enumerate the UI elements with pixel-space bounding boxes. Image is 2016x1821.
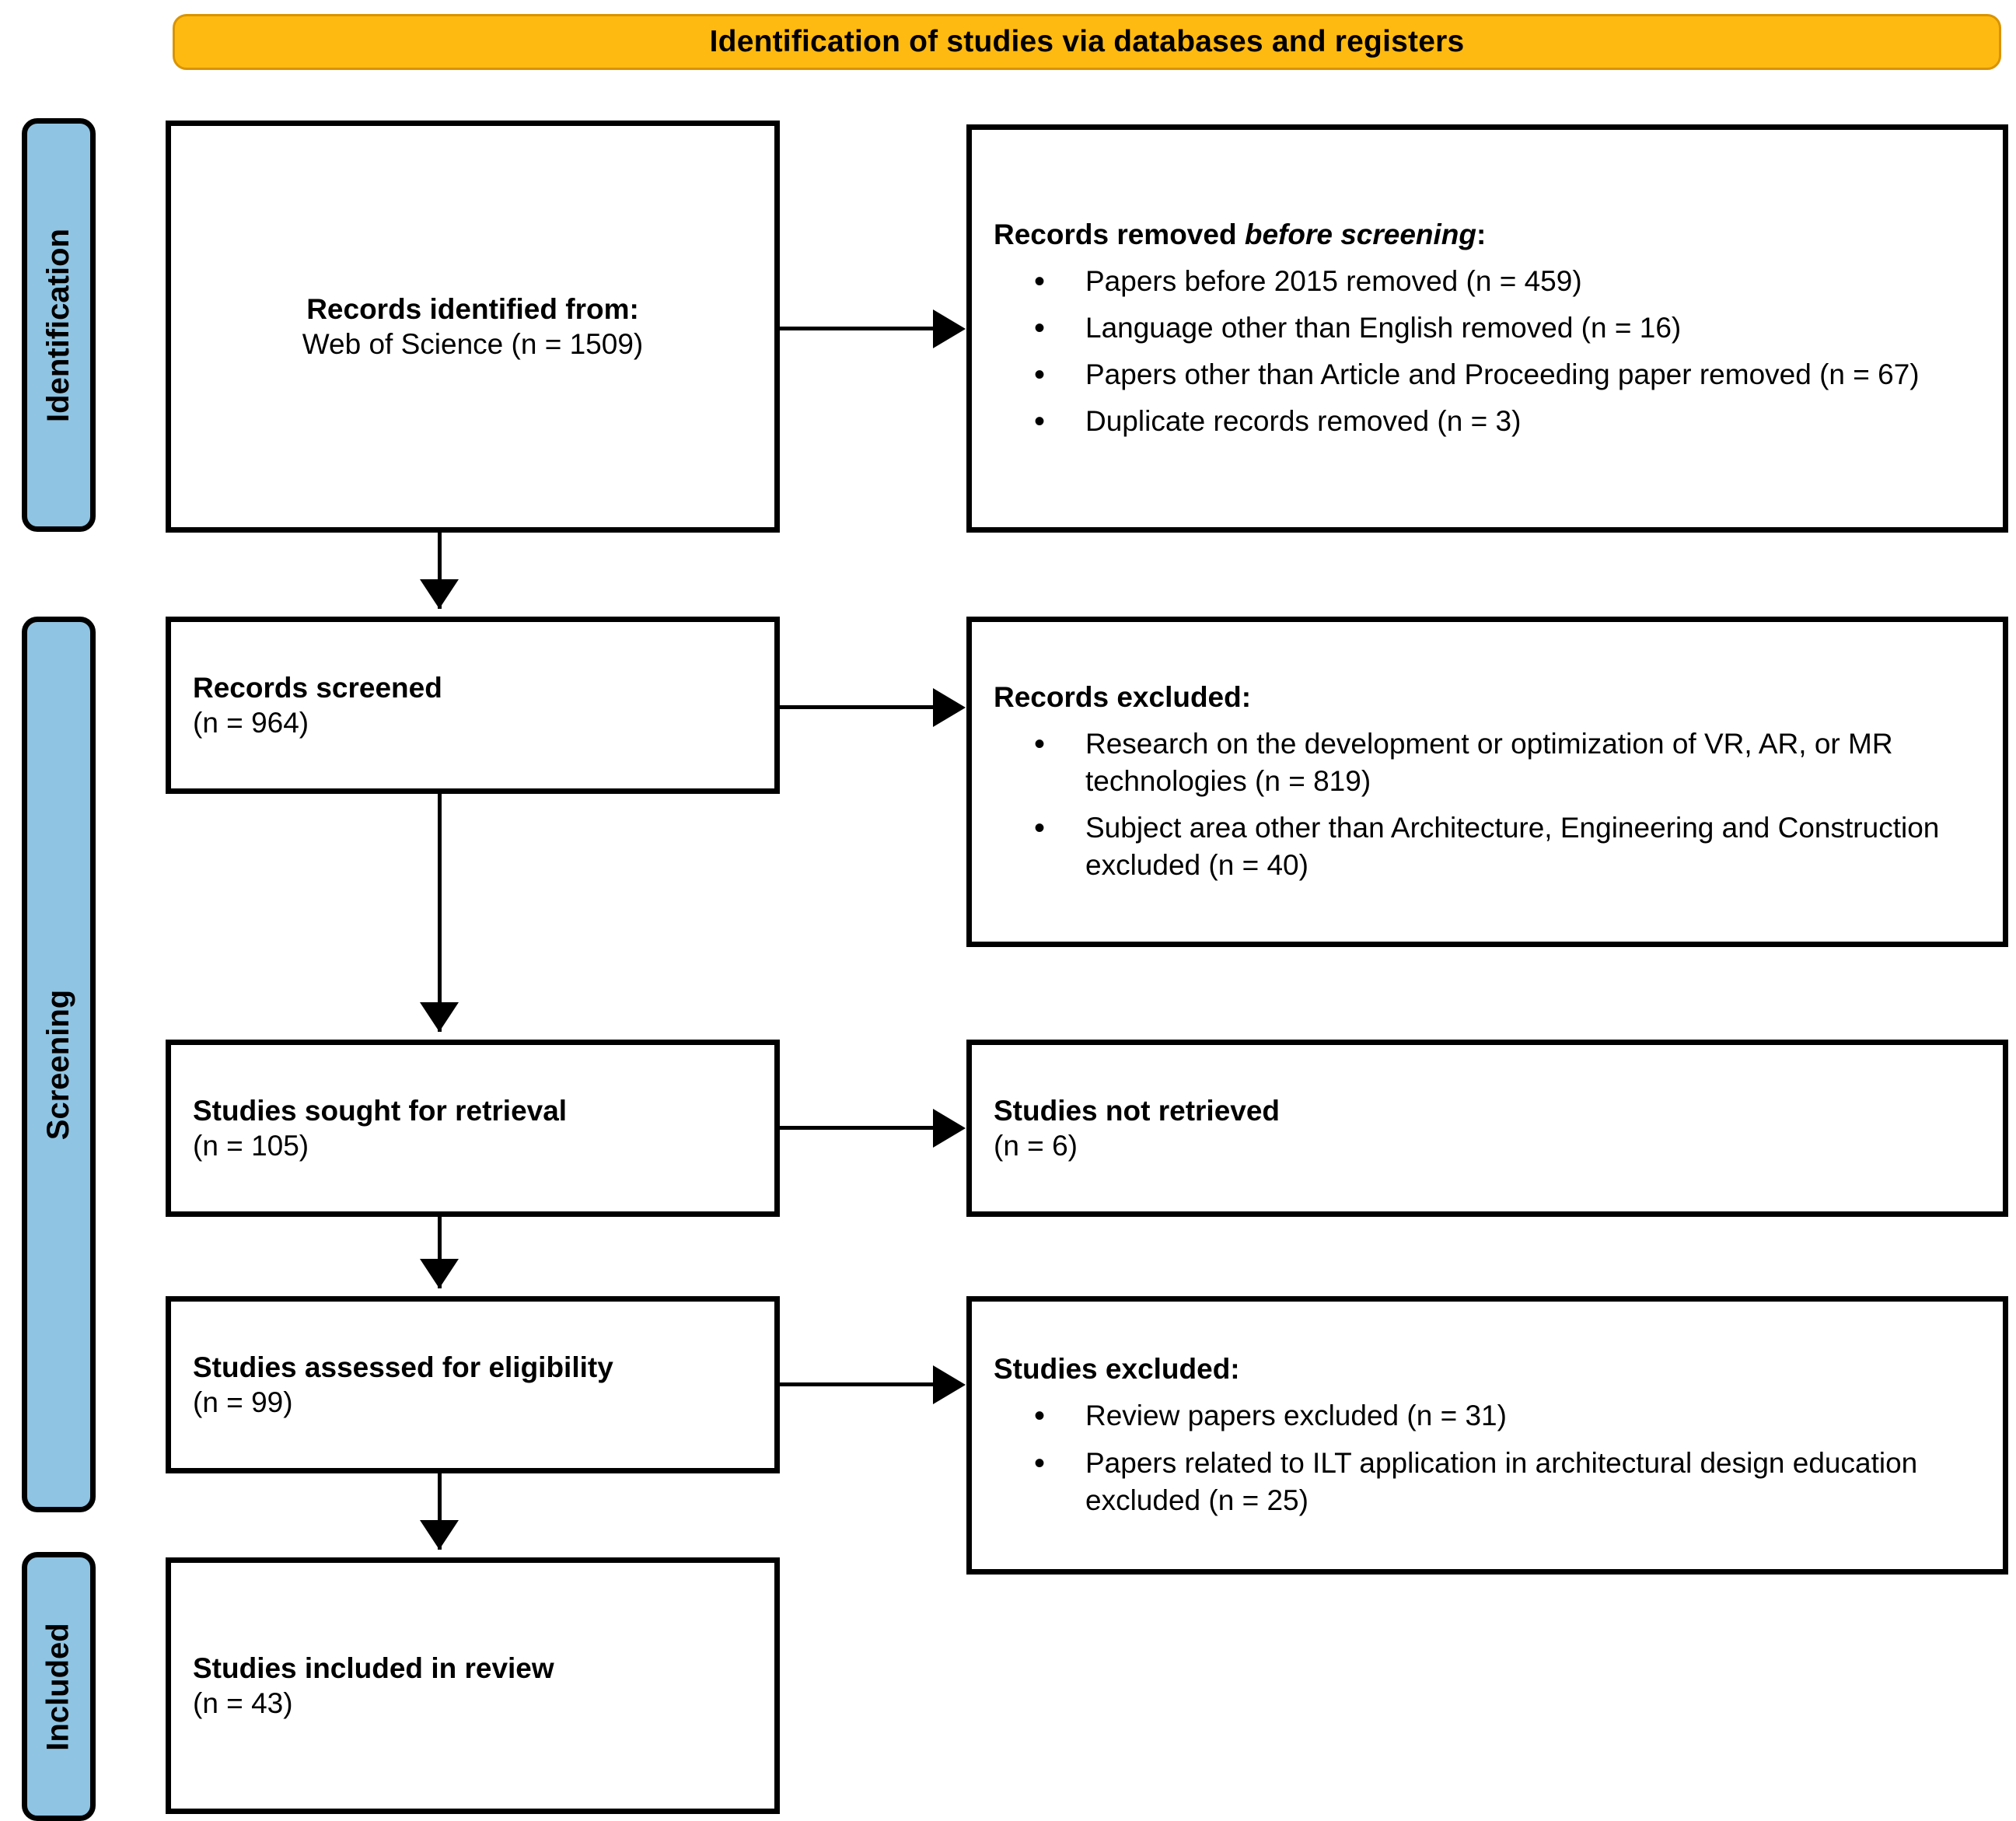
box-records-screened-sub: (n = 964) [193,707,309,739]
arrow-down-icon [420,1520,459,1550]
connector-screened-to-excluded [780,705,935,709]
phase-tab-screening: Screening [22,617,96,1512]
connector-assessed-to-studies-excluded [780,1382,935,1386]
box-studies-sought: Studies sought for retrieval (n = 105) [166,1040,780,1217]
box-records-identified-title: Records identified from: [306,292,639,325]
list-item: Papers before 2015 removed (n = 459) [994,261,1981,302]
arrow-right-icon [933,688,966,727]
diagram-title: Identification of studies via databases … [709,25,1465,58]
phase-tab-identification: Identification [22,118,96,532]
connector-identified-to-removed [780,327,935,330]
phase-tab-identification-label: Identification [41,228,76,422]
box-records-excluded-title: Records excluded: [994,680,1252,713]
list-item: Review papers excluded (n = 31) [994,1396,1981,1436]
box-studies-not-retrieved-title: Studies not retrieved [994,1094,1281,1127]
arrow-right-icon [933,309,966,348]
box-records-removed: Records removed before screening: Papers… [966,124,2008,533]
phase-tab-screening-label: Screening [41,989,75,1140]
box-studies-not-retrieved: Studies not retrieved (n = 6) [966,1040,2008,1217]
arrow-down-icon [420,1002,459,1032]
box-studies-not-retrieved-sub: (n = 6) [994,1130,1078,1162]
list-item: Papers related to ILT application in arc… [994,1443,1981,1519]
list-item: Research on the development or optimizat… [994,724,1981,800]
box-studies-included-sub: (n = 43) [193,1687,293,1719]
box-records-screened-title: Records screened [193,671,442,704]
box-records-removed-title: Records removed before screening: [994,217,1981,252]
phase-tab-included-label: Included [41,1622,76,1751]
box-records-removed-title-tail: : [1476,218,1487,250]
list-item: Subject area other than Architecture, En… [994,808,1981,884]
box-studies-included-title: Studies included in review [193,1651,554,1684]
box-studies-assessed-sub: (n = 99) [193,1386,293,1418]
connector-sought-to-assessed [438,1217,442,1288]
box-studies-sought-sub: (n = 105) [193,1130,309,1162]
arrow-down-icon [420,1259,459,1288]
box-studies-excluded: Studies excluded: Review papers excluded… [966,1296,2008,1575]
box-studies-excluded-bullets: Review papers excluded (n = 31) Papers r… [994,1391,1981,1519]
box-studies-sought-title: Studies sought for retrieval [193,1094,568,1127]
arrow-right-icon [933,1365,966,1404]
diagram-header-banner: Identification of studies via databases … [173,14,2001,70]
box-studies-assessed: Studies assessed for eligibility (n = 99… [166,1296,780,1473]
box-studies-included: Studies included in review (n = 43) [166,1557,780,1814]
box-studies-assessed-title: Studies assessed for eligibility [193,1351,613,1383]
phase-tab-included: Included [22,1552,96,1821]
list-item: Language other than English removed (n =… [994,308,1981,348]
box-records-excluded-bullets: Research on the development or optimizat… [994,719,1981,884]
box-records-screened: Records screened (n = 964) [166,617,780,794]
arrow-right-icon [933,1109,966,1148]
connector-assessed-to-included [438,1473,442,1550]
list-item: Duplicate records removed (n = 3) [994,401,1981,442]
arrow-down-icon [420,579,459,609]
box-records-identified: Records identified from: Web of Science … [166,121,780,533]
box-studies-excluded-title: Studies excluded: [994,1353,1240,1386]
box-records-identified-sub: Web of Science (n = 1509) [302,328,644,360]
box-records-removed-title-italic: before screening [1244,218,1477,250]
connector-sought-to-not-retrieved [780,1126,935,1130]
box-records-excluded: Records excluded: Research on the develo… [966,617,2008,947]
connector-identified-to-screened [438,533,442,609]
box-records-removed-title-lead: Records removed [994,218,1245,250]
connector-screened-to-sought [438,794,442,1032]
box-records-removed-bullets: Papers before 2015 removed (n = 459) Lan… [994,257,1981,442]
list-item: Papers other than Article and Proceeding… [994,355,1981,395]
